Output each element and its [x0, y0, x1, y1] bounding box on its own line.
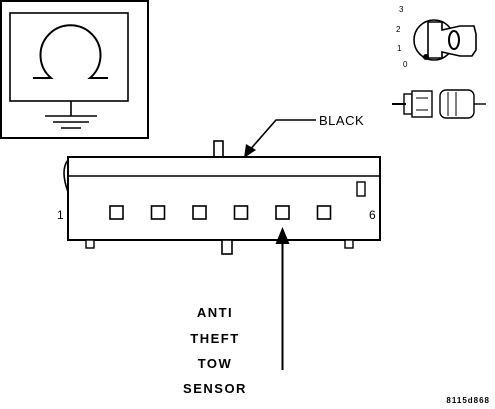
circuit-label-line2: THEFT: [190, 331, 239, 346]
circuit-label: ANTI THEFT TOW SENSOR: [183, 305, 247, 396]
connector-cavity-5: [275, 205, 290, 220]
key-position-3: 3: [399, 5, 404, 14]
circuit-leader-arrow: [275, 227, 290, 370]
circuit-label-line3: TOW: [198, 356, 233, 371]
connector-side-view-icon: [392, 89, 486, 119]
circuit-label-line4: SENSOR: [183, 381, 247, 396]
pin-label-first: 1: [57, 208, 64, 222]
connector-cavity-3: [192, 205, 207, 220]
wire-color-label: BLACK: [319, 113, 364, 128]
connector-cavities: [109, 205, 332, 220]
key-position-0: 0: [403, 60, 408, 69]
connector-body: [63, 140, 381, 255]
pin-label-last: 6: [369, 208, 376, 222]
wire-color-callout: BLACK: [244, 113, 364, 158]
connector-cavity-2: [150, 205, 166, 220]
figure-reference: 8115d868: [446, 396, 490, 405]
connector-cavity-4: [233, 205, 249, 220]
connector-cavity-1: [109, 205, 124, 220]
key-position-2: 2: [396, 25, 401, 34]
ignition-key-icon: 3 2 1 0: [396, 5, 477, 69]
circuit-label-line1: ANTI: [197, 305, 233, 320]
ground-symbol-icon: [0, 0, 149, 139]
key-position-1: 1: [397, 44, 402, 53]
connector-cavity-6: [316, 205, 332, 220]
